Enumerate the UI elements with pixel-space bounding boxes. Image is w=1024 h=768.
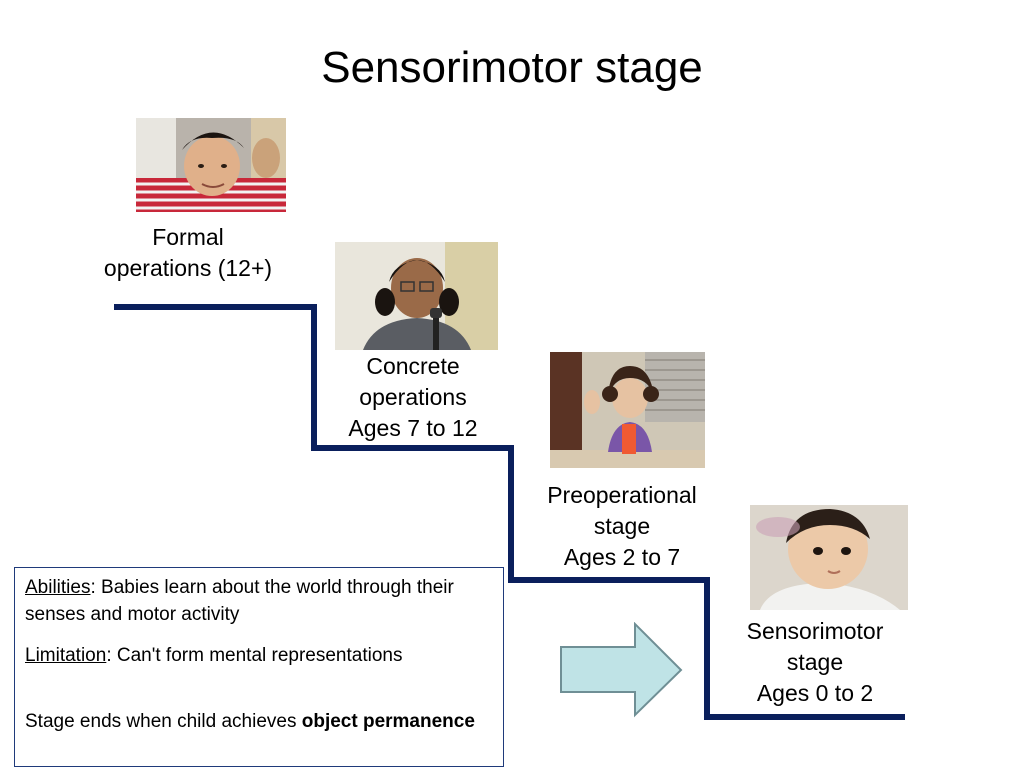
preoperational-line-2: stage xyxy=(593,513,651,539)
object-permanence-text: object permanence xyxy=(301,711,475,732)
right-arrow-icon xyxy=(560,622,683,718)
sensorimotor-stage-label: Sensorimotor stage Ages 0 to 2 xyxy=(720,616,910,709)
teen-boy-photo xyxy=(136,118,286,212)
stage-ends-paragraph: Stage ends when child achieves object pe… xyxy=(25,708,493,735)
sensorimotor-line-3: Ages 0 to 2 xyxy=(756,680,874,706)
formal-operations-label: Formal operations (12+) xyxy=(88,222,288,284)
formal-line-2: operations (12+) xyxy=(103,255,273,281)
concrete-line-3: Ages 7 to 12 xyxy=(348,415,478,441)
sensorimotor-line-2: stage xyxy=(786,649,844,675)
formal-line-1: Formal xyxy=(152,224,224,250)
abilities-label: Abilities xyxy=(25,577,91,598)
abilities-text: : Babies learn about the world through t… xyxy=(25,577,454,625)
abilities-paragraph: Abilities: Babies learn about the world … xyxy=(25,574,493,628)
stage-info-box: Abilities: Babies learn about the world … xyxy=(14,567,504,767)
concrete-operations-label: Concrete operations Ages 7 to 12 xyxy=(318,351,508,444)
sensorimotor-line-1: Sensorimotor xyxy=(746,618,884,644)
preoperational-line-1: Preoperational xyxy=(547,482,697,508)
limitation-text: : Can't form mental representations xyxy=(106,645,403,666)
baby-photo xyxy=(750,505,908,610)
limitation-label: Limitation xyxy=(25,645,107,666)
preoperational-stage-label: Preoperational stage Ages 2 to 7 xyxy=(527,480,717,573)
stage-ends-text: Stage ends when child achieves xyxy=(25,711,302,732)
concrete-line-2: operations xyxy=(359,384,467,410)
limitation-paragraph: Limitation: Can't form mental representa… xyxy=(25,642,493,669)
preoperational-line-3: Ages 2 to 7 xyxy=(563,544,681,570)
toddler-girl-photo xyxy=(550,352,705,468)
concrete-line-1: Concrete xyxy=(366,353,460,379)
slide-title: Sensorimotor stage xyxy=(321,43,703,92)
school-girl-photo xyxy=(335,242,498,350)
